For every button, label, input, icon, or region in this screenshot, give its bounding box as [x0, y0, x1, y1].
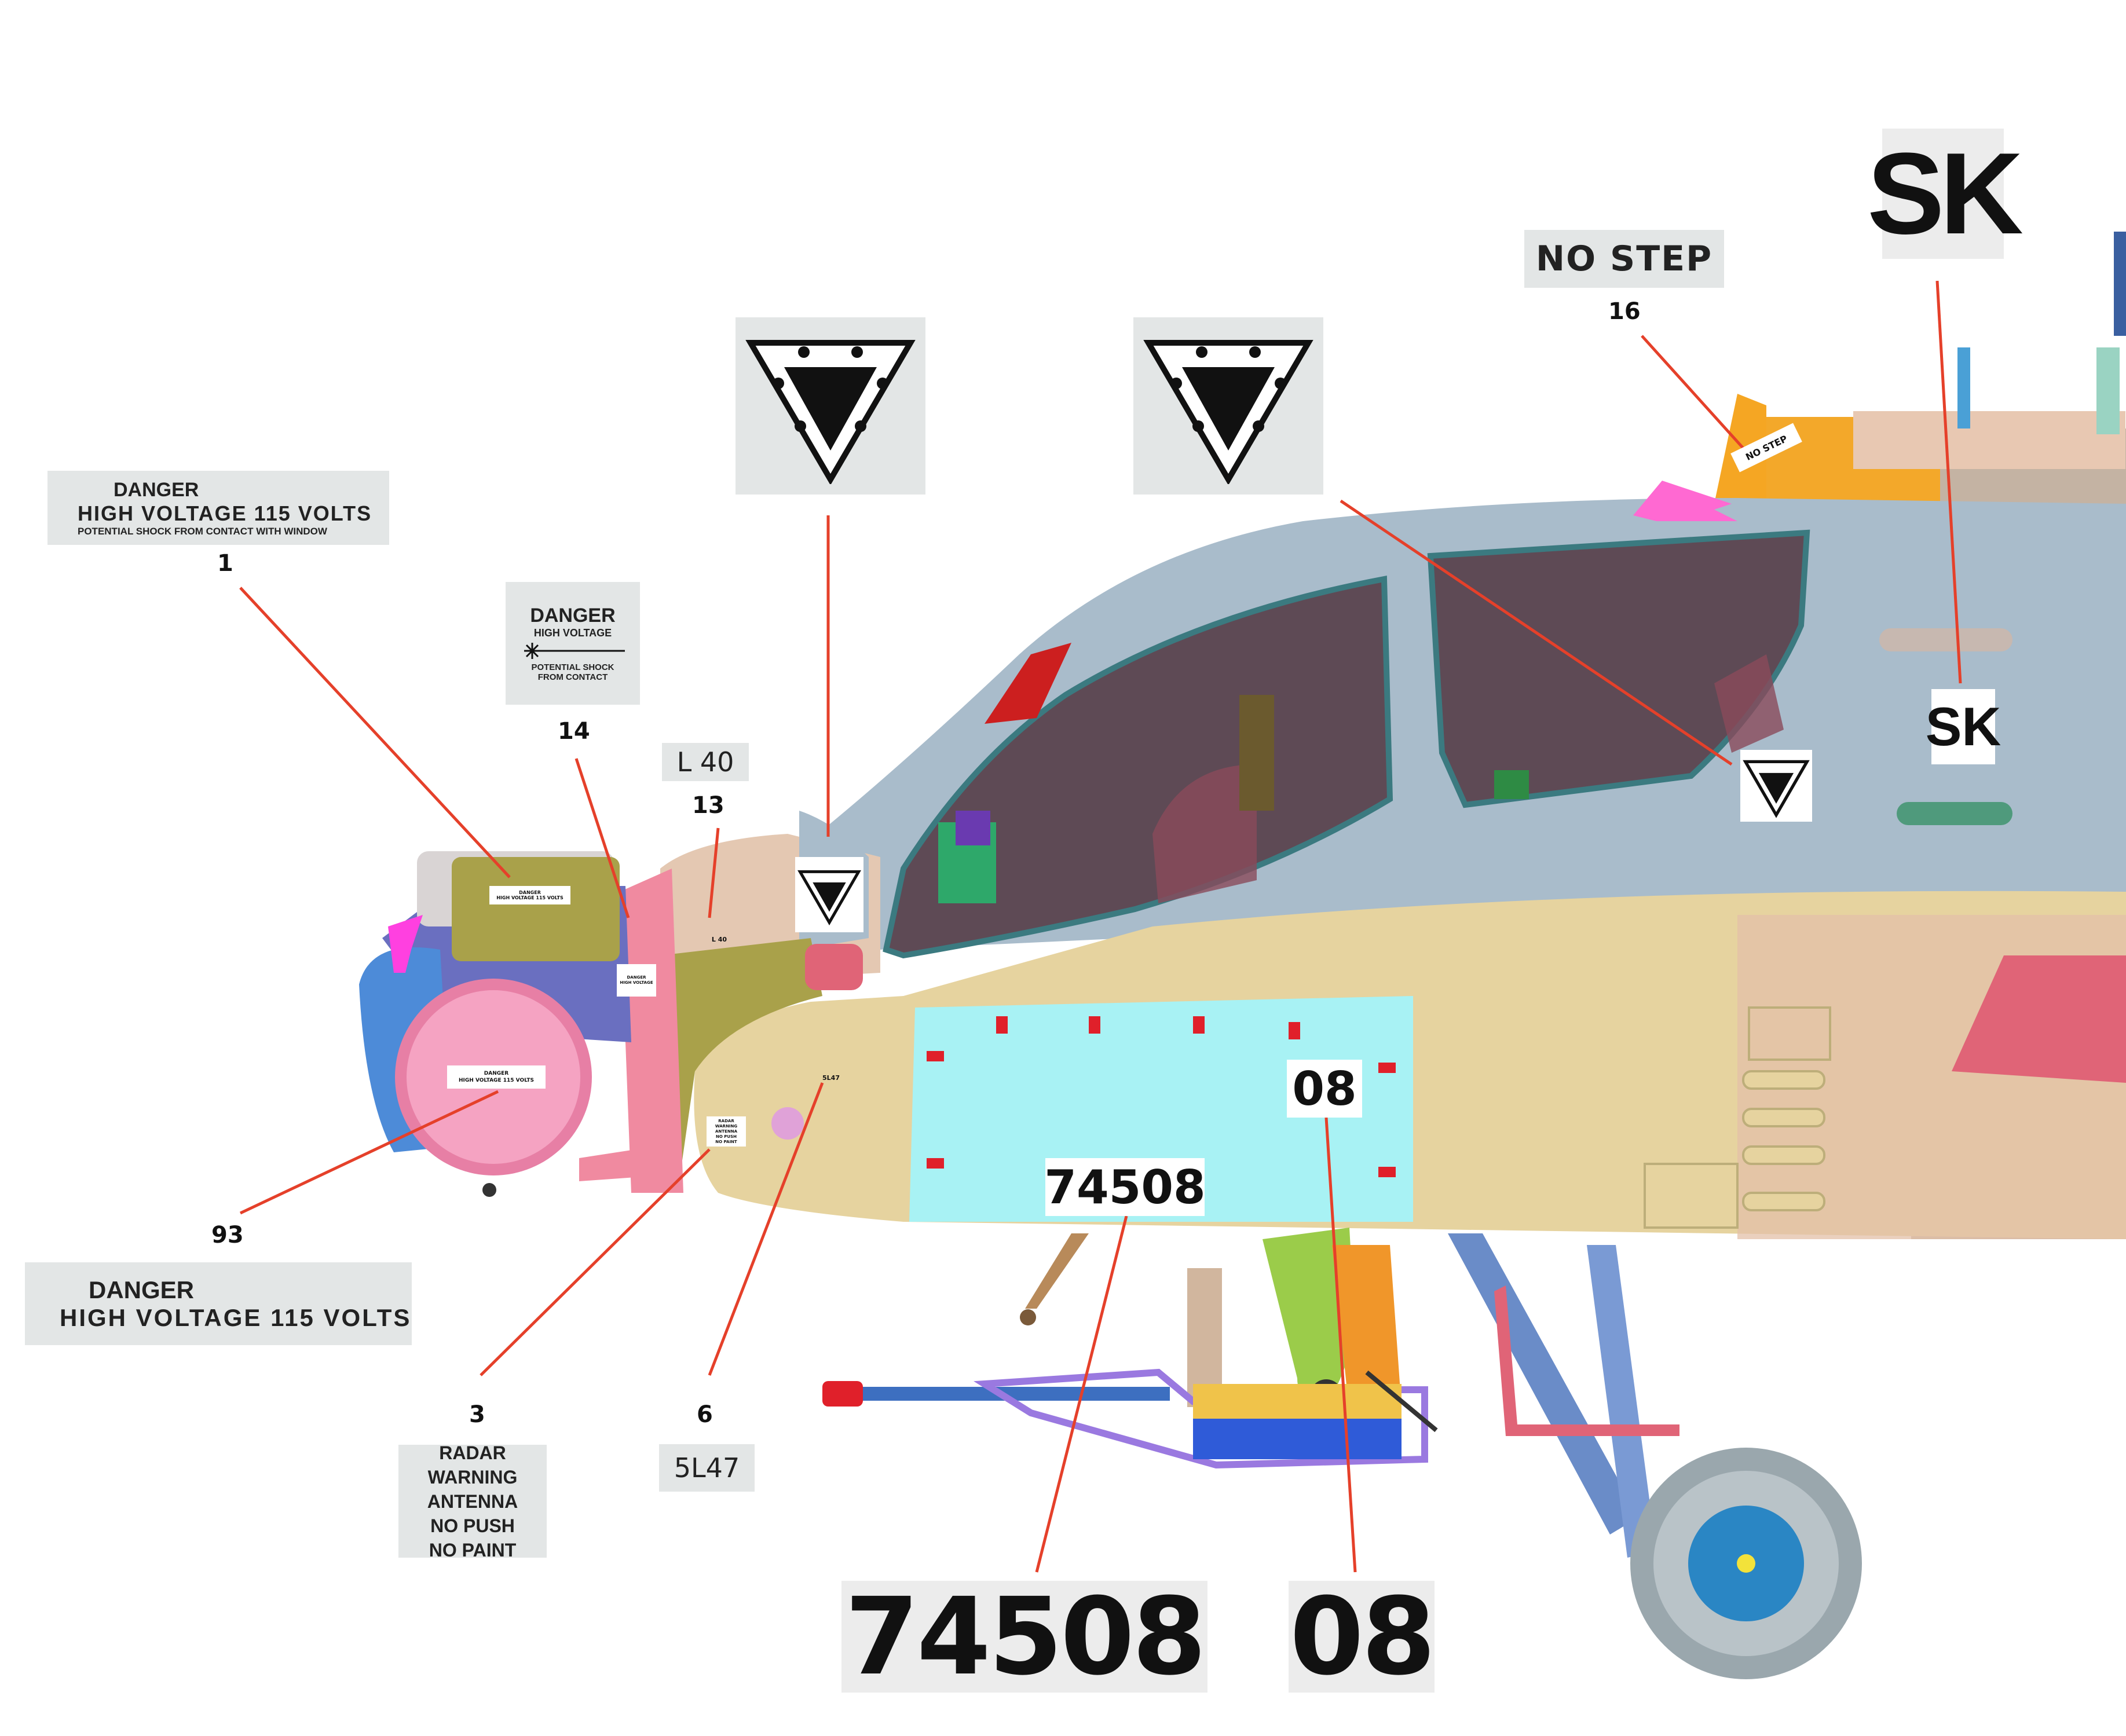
decal-1-line-1: DANGER	[519, 890, 541, 895]
decal-chip-triangle-right	[1133, 317, 1323, 495]
leader-line-13	[708, 827, 720, 918]
handhold-lower	[1897, 802, 2012, 825]
decal-chip-1-note: POTENTIAL SHOCK FROM CONTACT WITH WINDOW	[78, 525, 327, 537]
decal-93-line-1: DANGER	[484, 1071, 509, 1076]
decal-chip-14-note-1: POTENTIAL SHOCK	[531, 662, 614, 672]
decal-on-aircraft-triangle-left	[795, 857, 863, 932]
sensor-collar	[660, 938, 822, 1193]
decal-on-aircraft-1: DANGER HIGH VOLTAGE 115 VOLTS	[489, 886, 570, 904]
decal-chip-3-line-3: NO PUSH	[430, 1515, 515, 1536]
decal-on-aircraft-93: DANGER HIGH VOLTAGE 115 VOLTS	[447, 1065, 546, 1089]
decal-on-aircraft-13: L 40	[711, 935, 727, 943]
decal-chip-6: 5L47	[659, 1444, 755, 1492]
decal-chip-14-note-2: FROM CONTACT	[537, 672, 608, 682]
sensor-ring	[620, 869, 683, 1193]
decal-14-line-2: HIGH VOLTAGE	[620, 980, 653, 985]
pnvs-housing	[452, 857, 620, 961]
leader-line-16	[1641, 335, 1750, 456]
decal-chip-serial: 74508	[841, 1575, 1207, 1699]
leader-line-triangle-right	[1340, 499, 1733, 766]
wing-root	[1952, 955, 2126, 1083]
danger-triangle-icon	[1743, 760, 1810, 818]
leader-line-6	[708, 1082, 824, 1376]
leader-line-08	[1324, 1117, 1357, 1573]
decal-3-line-1: RADAR WARNING	[715, 1118, 738, 1129]
decal-3-line-3: NO PUSH	[716, 1134, 737, 1139]
decal-chip-08: 08	[1289, 1574, 1436, 1699]
danger-triangle-icon	[745, 340, 916, 484]
decal-3-line-2: ANTENNA	[715, 1129, 737, 1134]
decal-chip-14: DANGER HIGH VOLTAGE POTENTIAL SHOCK FROM…	[506, 582, 640, 705]
leader-line-93	[239, 1090, 499, 1215]
danger-triangle-icon	[1143, 340, 1313, 484]
decal-14-line-1: DANGER	[627, 975, 646, 980]
decal-chip-3-line-1: RADAR WARNING	[427, 1442, 518, 1488]
decal-chip-triangle-left	[735, 317, 925, 495]
antenna-mast	[1957, 347, 1970, 428]
decal-chip-3-line-2: ANTENNA	[427, 1490, 518, 1512]
decal-chip-93-voltage: HIGH VOLTAGE 115 VOLTS	[60, 1303, 412, 1331]
decal-on-aircraft-14: DANGER HIGH VOLTAGE	[617, 964, 656, 997]
deflector	[985, 643, 1071, 724]
callout-number-16: 16	[1608, 298, 1641, 325]
danger-triangle-icon	[797, 870, 861, 926]
front-canopy	[883, 576, 1393, 959]
pink-step	[1633, 481, 1737, 521]
decal-3-line-4: NO PAINT	[715, 1139, 737, 1144]
callout-number-3: 3	[469, 1401, 485, 1428]
gun-cradle	[974, 1368, 1428, 1469]
leader-line-serial	[1035, 1215, 1128, 1573]
decal-on-aircraft-08: 08	[1287, 1060, 1362, 1118]
handhold-upper	[1879, 628, 2012, 651]
decal-chip-1: DANGER HIGH VOLTAGE 115 VOLTS POTENTIAL …	[47, 471, 389, 545]
leader-line-14	[575, 758, 630, 918]
decal-chip-93: DANGER HIGH VOLTAGE 115 VOLTS	[25, 1262, 412, 1345]
leader-line-3	[480, 1148, 711, 1376]
laser-burst-icon	[524, 643, 625, 659]
decal-chip-3-line-4: NO PAINT	[429, 1539, 517, 1561]
callout-number-93: 93	[211, 1222, 244, 1248]
decal-on-aircraft-3: RADAR WARNING ANTENNA NO PUSH NO PAINT	[707, 1116, 746, 1147]
decal-chip-16: NO STEP	[1524, 230, 1724, 288]
decal-on-aircraft-serial: 74508	[1044, 1158, 1206, 1216]
decal-chip-sk: SK	[1867, 129, 2023, 259]
decal-chip-1-title: DANGER	[114, 478, 199, 501]
leader-line-1	[239, 587, 511, 878]
callout-number-14: 14	[558, 718, 590, 745]
gun-mount	[1263, 1228, 1355, 1401]
decal-chip-3: RADAR WARNING ANTENNA NO PUSH NO PAINT	[398, 1442, 547, 1561]
callout-number-1: 1	[217, 550, 233, 577]
decal-chip-1-voltage: HIGH VOLTAGE 115 VOLTS	[78, 501, 372, 525]
decal-chip-13: L 40	[662, 743, 749, 781]
access-panel	[909, 996, 1413, 1222]
decal-1-line-2: HIGH VOLTAGE 115 VOLTS	[496, 895, 563, 900]
callout-number-6: 6	[697, 1401, 713, 1428]
callout-number-13: 13	[692, 792, 724, 819]
decal-on-aircraft-sk: SK	[1926, 689, 2001, 764]
decal-chip-93-title: DANGER	[89, 1276, 195, 1303]
decal-chip-14-title: DANGER	[530, 605, 616, 627]
leader-line-sk	[1935, 280, 1962, 684]
decal-chip-14-subtitle: HIGH VOLTAGE	[533, 627, 612, 639]
decal-93-line-2: HIGH VOLTAGE 115 VOLTS	[459, 1078, 534, 1083]
decal-on-aircraft-6: 5L47	[822, 1074, 840, 1082]
decal-on-aircraft-triangle-right	[1740, 750, 1812, 822]
